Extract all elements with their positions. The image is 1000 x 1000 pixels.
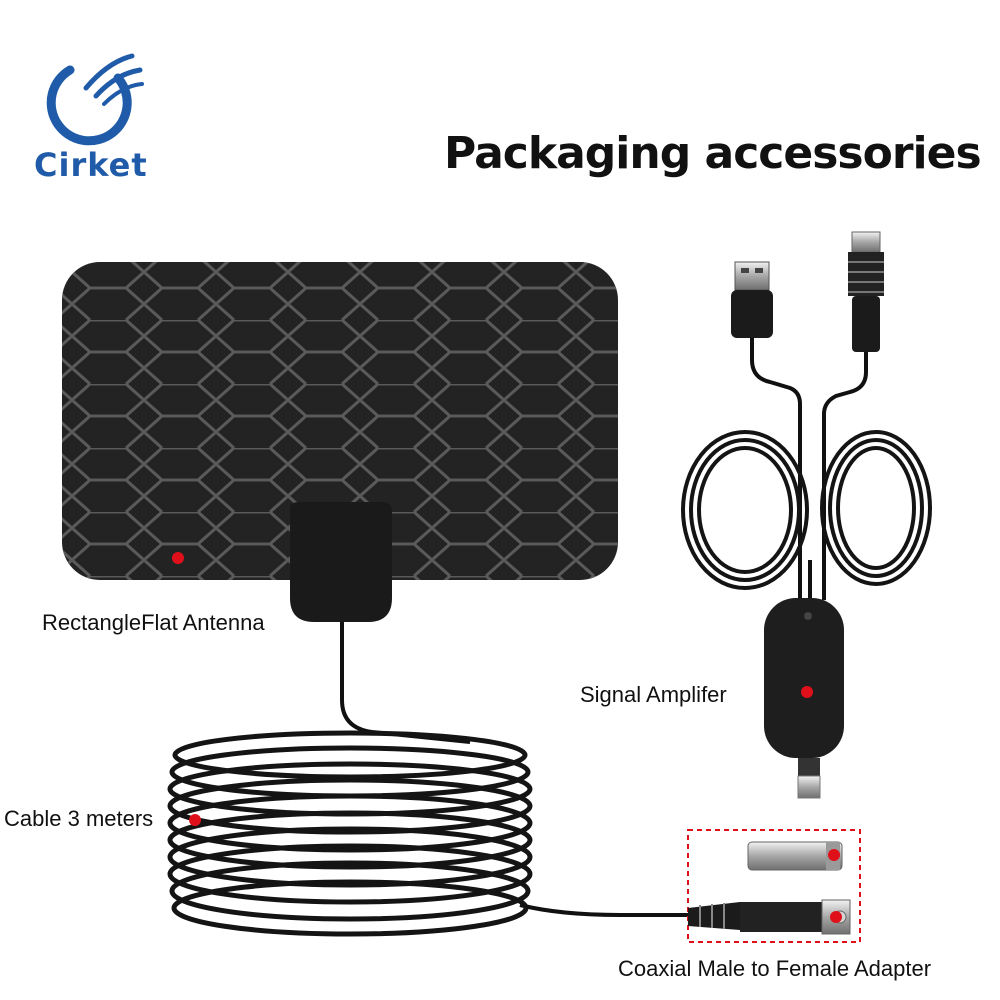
cirket-logo-icon <box>46 53 144 146</box>
signal-amplifier-icon <box>764 560 844 799</box>
antenna-cable <box>340 622 471 744</box>
female-adapter-icon <box>747 841 843 871</box>
amplifier-cable-loops <box>681 430 932 590</box>
coax-plug-icon <box>822 231 884 600</box>
amplifier-marker <box>801 686 813 698</box>
item-markers <box>172 552 842 923</box>
brand-name: Cirket <box>34 146 148 184</box>
antenna-label: RectangleFlat Antenna <box>42 610 265 635</box>
adapter-highlight-box <box>687 829 861 943</box>
page-title: Packaging accessories <box>444 128 982 179</box>
cable-marker <box>189 814 201 826</box>
usb-plug-icon <box>731 261 802 600</box>
amplifier-label: Signal Amplifer <box>580 682 727 707</box>
antenna-marker <box>172 552 184 564</box>
female-adapter-marker <box>828 849 840 861</box>
coaxial-adapter-icon <box>688 899 851 935</box>
flat-antenna-icon <box>62 262 618 622</box>
cable-label: Cable 3 meters <box>4 806 154 831</box>
coiled-cable-icon <box>167 730 533 937</box>
adapter-marker <box>830 911 842 923</box>
adapter-label: Coaxial Male to Female Adapter <box>618 956 932 981</box>
